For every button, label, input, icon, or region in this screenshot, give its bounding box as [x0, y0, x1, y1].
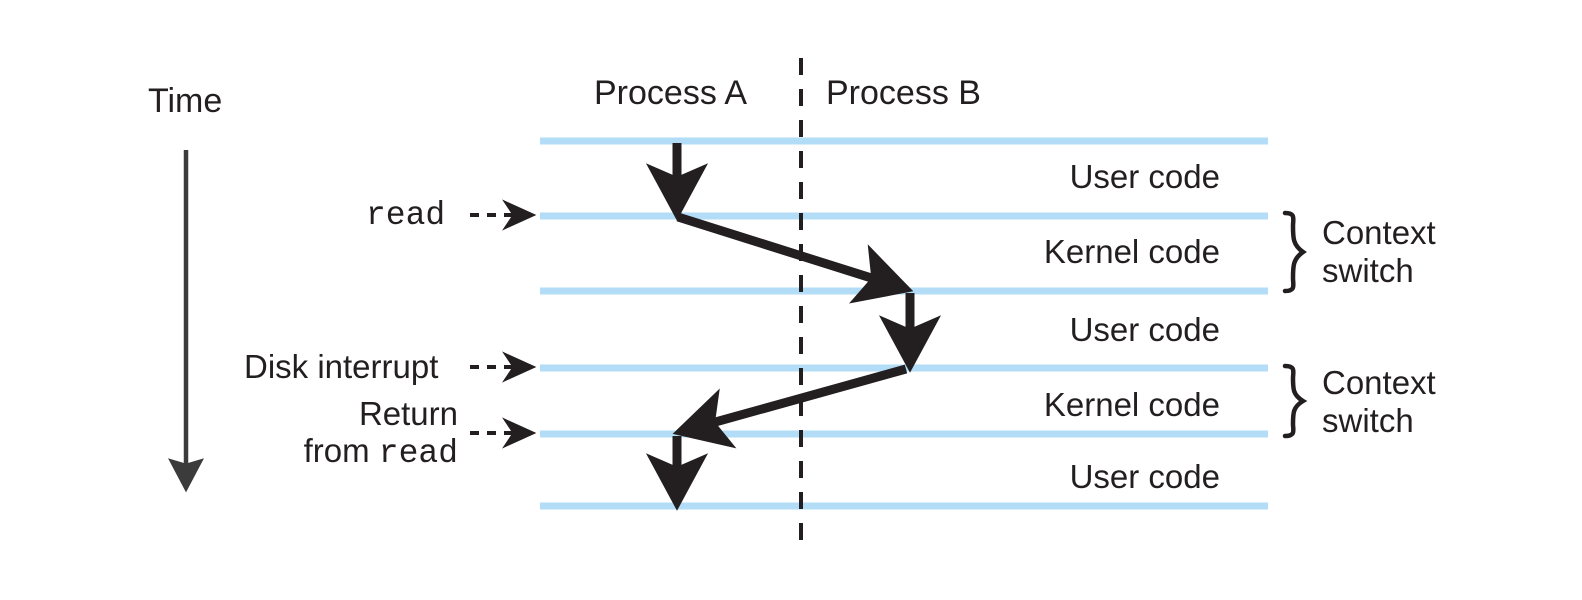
zone-label-user-code-1: User code — [1069, 158, 1220, 195]
brace-label-context-switch-2: Context switch — [1322, 364, 1436, 441]
context-switch-arrow-a-to-b — [676, 212, 914, 304]
context-switch-1-line-1: Context — [1322, 214, 1436, 251]
context-switch-1-line-2: switch — [1322, 252, 1414, 290]
context-switch-brace-1 — [1282, 210, 1307, 294]
return-from-read-line-2: from read — [240, 431, 458, 473]
return-from-read-line-2-syscall: read — [378, 434, 458, 472]
event-label-read: read — [366, 197, 446, 234]
context-switch-2-line-2: switch — [1322, 402, 1414, 440]
context-switch-brace-2 — [1282, 363, 1308, 439]
event-label-disk-interrupt: Disk interrupt — [244, 348, 439, 385]
zone-label-kernel-code-2: Kernel code — [1043, 386, 1220, 423]
zone-label-kernel-code-1: Kernel code — [1043, 233, 1220, 270]
context-switch-2-line-1: Context — [1322, 364, 1436, 401]
return-from-read-line-1: Return — [358, 395, 458, 432]
zone-label-user-code-3: User code — [1069, 458, 1220, 495]
return-from-read-line-2-prefix: from — [303, 431, 379, 469]
brace-label-context-switch-1: Context switch — [1322, 214, 1436, 291]
event-label-return-from-read: Return from read — [240, 395, 458, 473]
time-axis-label: Time — [148, 82, 223, 120]
column-header-process-b: Process B — [826, 74, 981, 112]
context-switch-arrow-b-to-a — [672, 364, 908, 449]
column-header-process-a: Process A — [594, 74, 748, 112]
zone-label-user-code-2: User code — [1069, 311, 1220, 348]
